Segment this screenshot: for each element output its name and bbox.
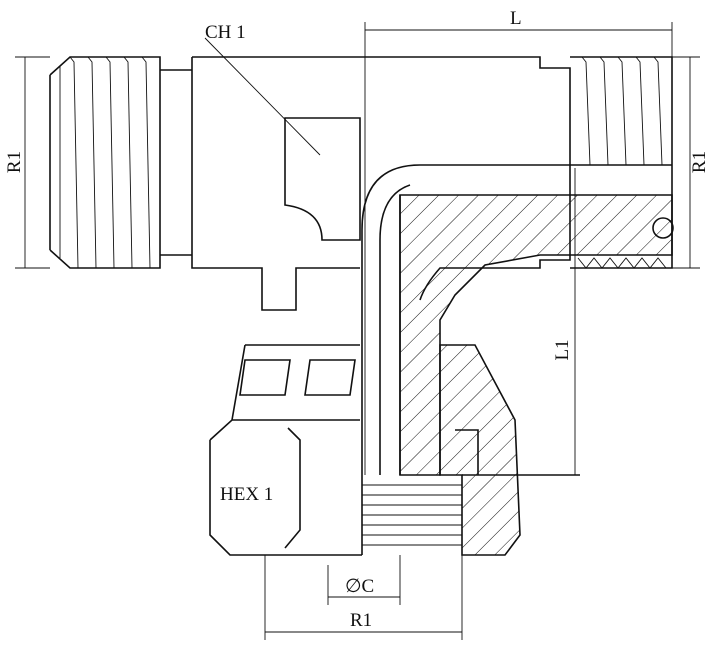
swivel-nut	[209, 344, 580, 556]
hex-label: HEX 1	[220, 484, 273, 505]
tee-body	[191, 56, 571, 311]
bottom-thread-label: R1	[350, 610, 372, 631]
section-view	[361, 164, 673, 476]
left-thread	[49, 56, 192, 269]
right-thread-label: R1	[689, 151, 710, 173]
bore-diameter-label: ∅C	[345, 576, 374, 597]
branch-length-label: L1	[552, 339, 573, 360]
left-thread-label: R1	[4, 151, 25, 173]
ch-label: CH 1	[205, 22, 246, 43]
dimensions	[15, 22, 700, 640]
length-label: L	[510, 8, 522, 29]
